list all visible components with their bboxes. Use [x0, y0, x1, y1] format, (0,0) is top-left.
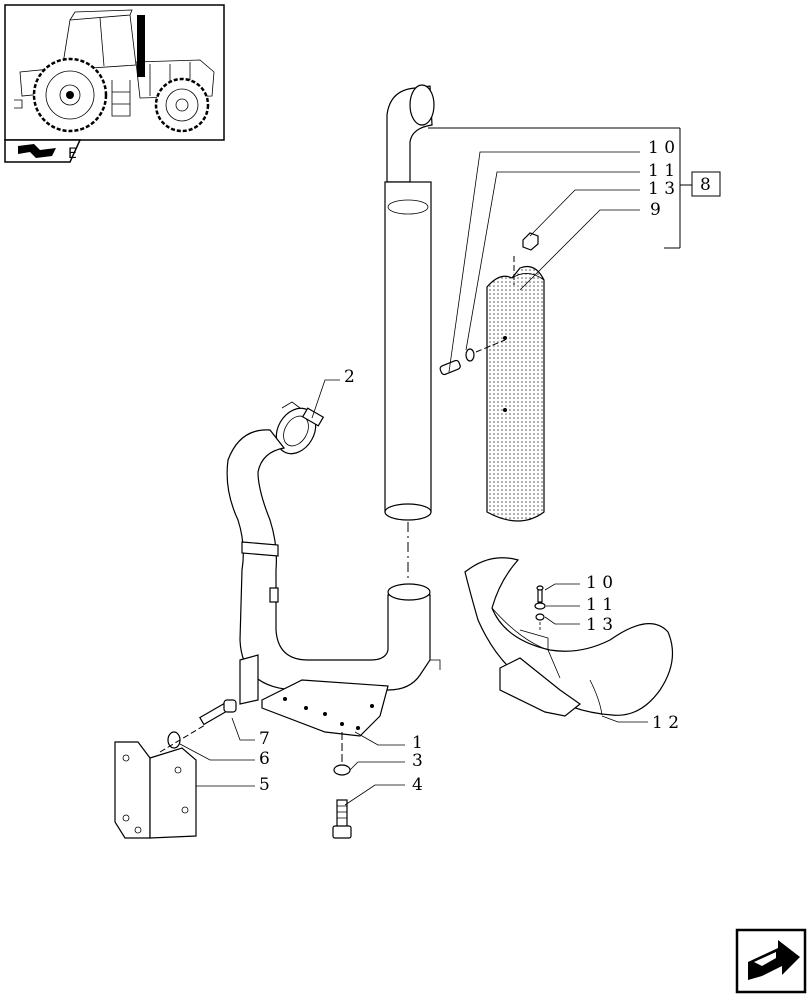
- bolt-7: [199, 699, 237, 726]
- support-bracket: [114, 741, 197, 839]
- callout-12: 1 2: [652, 713, 679, 733]
- callout-13-low: 1 3: [586, 615, 613, 635]
- guard-bolt-10: [536, 585, 544, 603]
- callout-6: 6: [259, 749, 270, 769]
- shield-bolt-10: [439, 359, 461, 376]
- tail-pipe: [384, 84, 435, 521]
- callout-4: 4: [412, 775, 423, 795]
- guard-washer-11: [534, 602, 546, 610]
- shield-washer-11: [465, 348, 475, 362]
- washer-3: [333, 764, 351, 776]
- clamp: [275, 401, 325, 455]
- tractor-thumbnail[interactable]: [4, 4, 225, 141]
- callout-2: 2: [344, 367, 355, 387]
- callout-13-top: 1 3: [648, 179, 675, 199]
- mounting-plate: [239, 654, 389, 737]
- callout-10-top: 1 0: [648, 138, 675, 158]
- bolt-4: [332, 799, 352, 839]
- lower-guard: [464, 557, 674, 717]
- heat-shield: [486, 265, 545, 522]
- next-page-arrow-icon[interactable]: [735, 928, 807, 994]
- callout-7: 7: [259, 729, 270, 749]
- callout-3: 3: [412, 751, 423, 771]
- callout-10-low: 1 0: [586, 573, 613, 593]
- ref-box[interactable]: [691, 171, 721, 197]
- callout-11-low: 1 1: [586, 595, 613, 615]
- callout-11-top: 1 1: [648, 161, 675, 181]
- callout-1: 1: [412, 733, 423, 753]
- shield-nut-13: [522, 232, 539, 251]
- section-tab[interactable]: E: [4, 139, 82, 163]
- ref-box-label: 8: [700, 175, 711, 195]
- section-letter: E: [68, 146, 77, 162]
- guard-nut-13: [535, 613, 545, 621]
- callout-9: 9: [650, 200, 661, 220]
- callout-5: 5: [259, 775, 270, 795]
